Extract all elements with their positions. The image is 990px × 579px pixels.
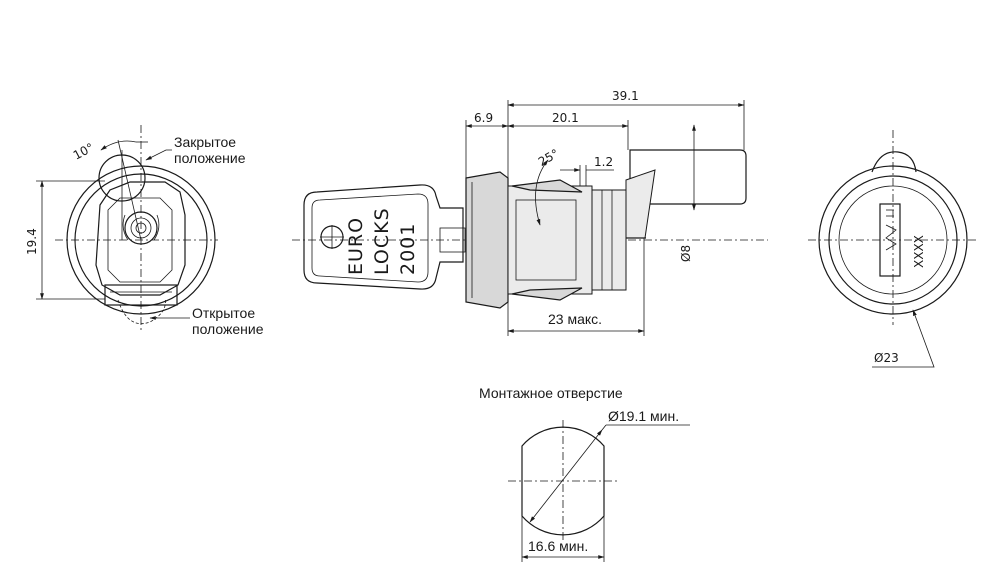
front-cam-tip	[871, 151, 917, 173]
cam	[629, 149, 747, 205]
lock-nut	[591, 189, 627, 291]
cutout-title: Монтажное отверстие	[479, 385, 623, 401]
mounting-cutout: Монтажное отверстие Ø19.1 мин. 16.6 мин.	[479, 385, 690, 562]
closed-position-label-2: положение	[174, 150, 246, 166]
open-position-label-2: положение	[192, 321, 264, 337]
left-cam	[104, 284, 178, 306]
dim-20-1: 20.1	[552, 111, 579, 125]
dim-39-1: 39.1	[612, 89, 639, 103]
front-view: XXXX Ø23	[808, 130, 978, 368]
key-code-label: XXXX	[912, 235, 926, 268]
height-19-4-label: 19.4	[25, 228, 39, 255]
closed-position-label-1: Закрытое	[174, 134, 236, 150]
dim-1-2: 1.2	[594, 155, 613, 169]
dim-diameter-23: Ø23	[874, 351, 899, 365]
open-position-label-1: Открытое	[192, 305, 255, 321]
dim-25-deg: 25°	[536, 146, 561, 169]
front-keyway	[879, 203, 901, 277]
side-view: EURO LOCKS 2001 39.1 6.9 20.1	[292, 89, 768, 336]
left-view: 10° Закрытое положение Открытое положени…	[25, 125, 264, 337]
dim-23-max: 23 макс.	[548, 311, 602, 327]
latch-bottom	[511, 287, 583, 301]
left-plug	[124, 211, 158, 245]
key-text-locks: LOCKS	[371, 207, 393, 275]
dim-width-16-6: 16.6 мин.	[528, 538, 588, 554]
key	[303, 184, 464, 290]
front-inner-ring	[828, 175, 958, 305]
left-body	[95, 181, 186, 296]
key-text-euro: EURO	[345, 217, 367, 275]
lock-body	[507, 185, 593, 295]
dim-6-9: 6.9	[474, 111, 493, 125]
front-face	[838, 185, 948, 295]
angle-10-label: 10°	[71, 140, 96, 162]
dim-diameter-19-1: Ø19.1 мин.	[608, 408, 679, 424]
front-outer-ring	[818, 165, 968, 315]
dim-diameter-8: Ø8	[679, 245, 693, 262]
key-number: 2001	[397, 223, 419, 275]
